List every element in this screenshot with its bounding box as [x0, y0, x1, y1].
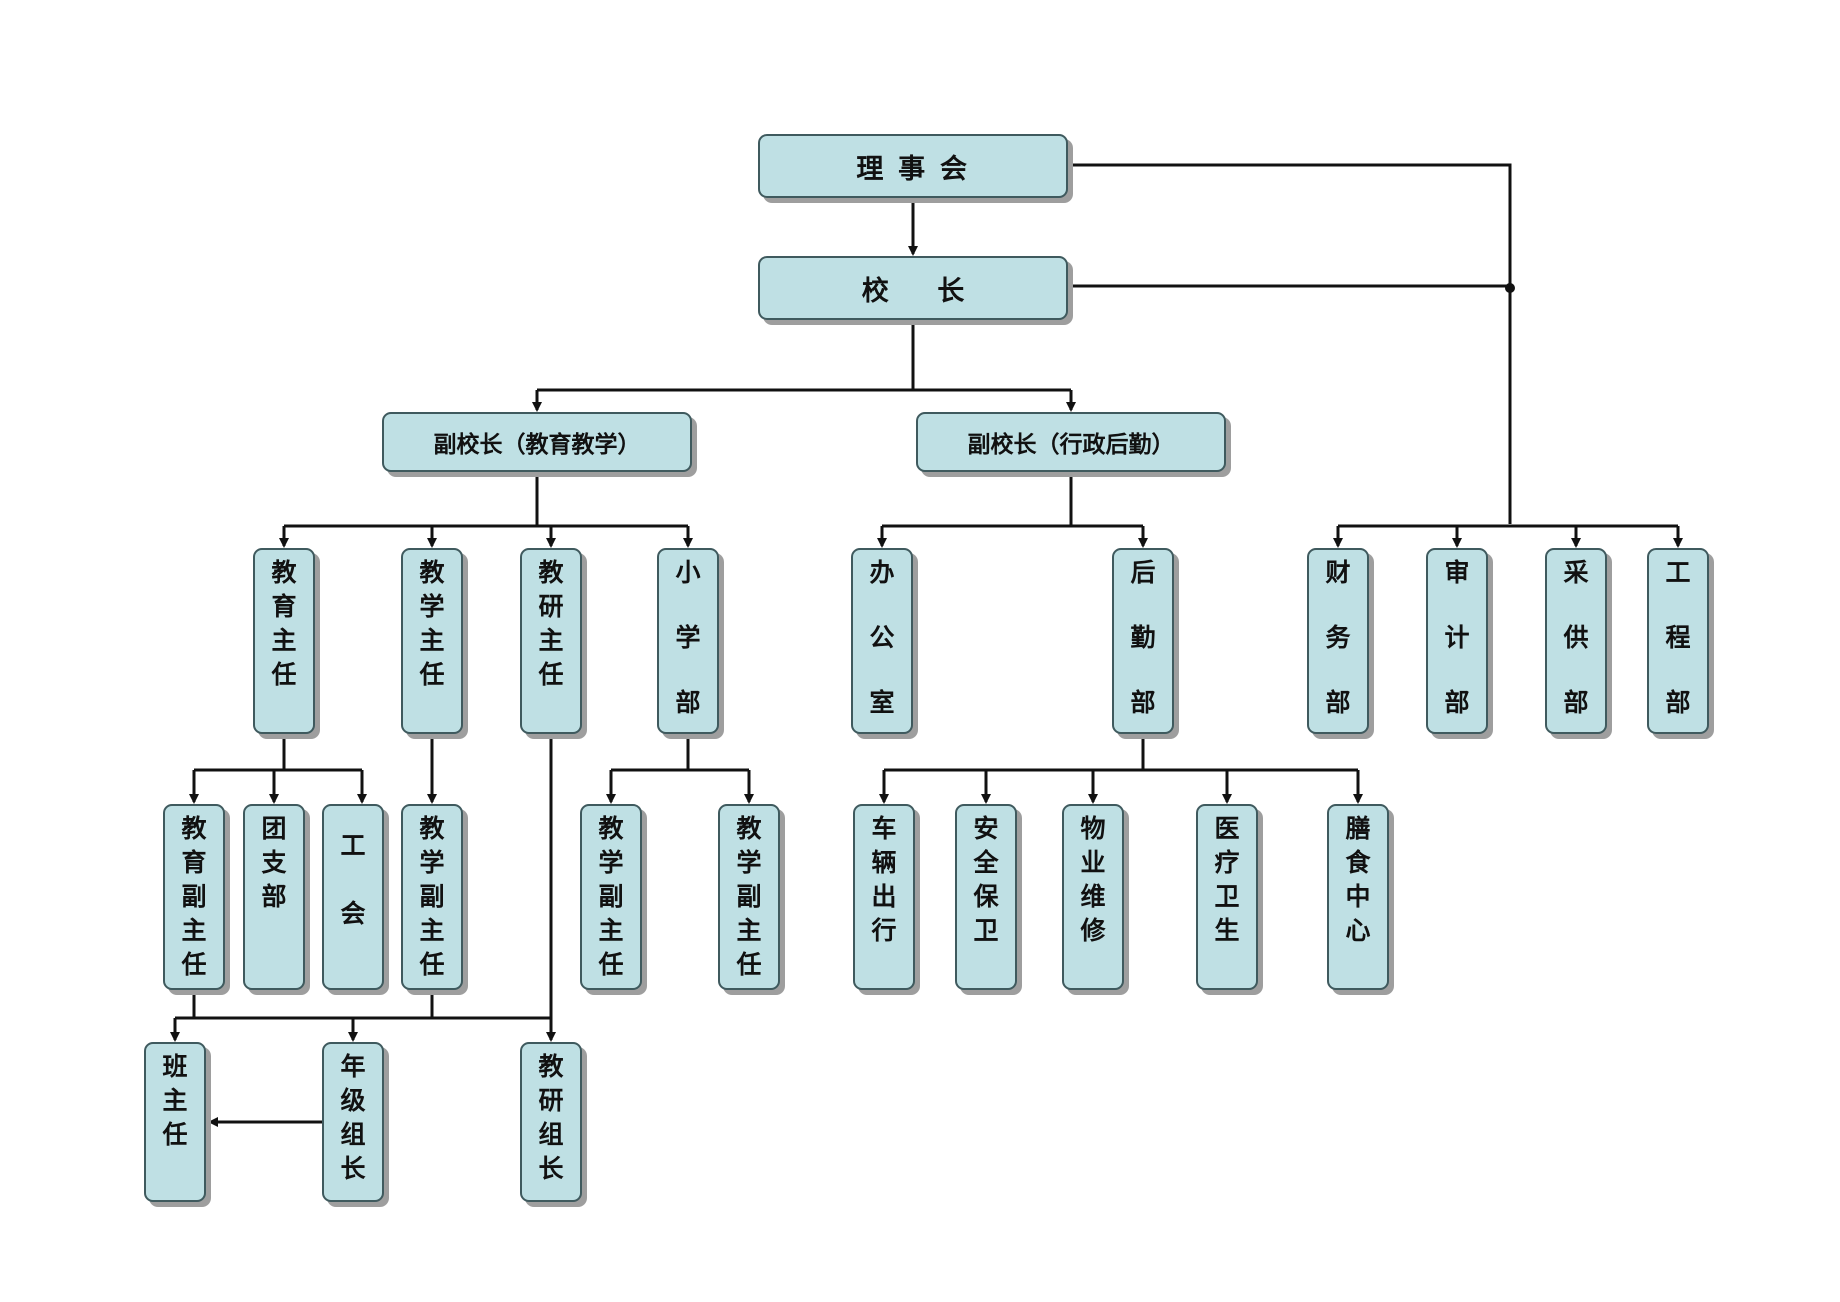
node-vp-admin: 副校长（行政后勤）: [916, 412, 1226, 472]
node-research-director: 教研主任: [520, 548, 582, 734]
node-catering: 膳食中心: [1327, 804, 1389, 990]
node-teach-deputy: 教学副主任: [401, 804, 463, 990]
node-primary-dept: 小学部: [657, 548, 719, 734]
node-finance-dept: 财务部: [1307, 548, 1369, 734]
node-research-leader: 教研组长: [520, 1042, 582, 1202]
node-vehicles: 车辆出行: [853, 804, 915, 990]
node-grade-leader: 年级组长: [322, 1042, 384, 1202]
node-union: 工会: [322, 804, 384, 990]
node-edu-director: 教育主任: [253, 548, 315, 734]
node-edu-deputy: 教育副主任: [163, 804, 225, 990]
node-audit-dept: 审计部: [1426, 548, 1488, 734]
node-security: 安全保卫: [955, 804, 1017, 990]
node-youth-league: 团支部: [243, 804, 305, 990]
node-property: 物业维修: [1062, 804, 1124, 990]
node-procurement-dept: 采供部: [1545, 548, 1607, 734]
node-board: 理 事 会: [758, 134, 1068, 198]
node-logistics-dept: 后勤部: [1112, 548, 1174, 734]
node-office: 办公室: [851, 548, 913, 734]
node-engineering-dept: 工程部: [1647, 548, 1709, 734]
node-class-teacher: 班主任: [144, 1042, 206, 1202]
node-principal: 校长: [758, 256, 1068, 320]
node-primary-teach-deputy-2: 教学副主任: [718, 804, 780, 990]
node-teach-director: 教学主任: [401, 548, 463, 734]
node-primary-teach-deputy-1: 教学副主任: [580, 804, 642, 990]
node-vp-education: 副校长（教育教学）: [382, 412, 692, 472]
node-medical: 医疗卫生: [1196, 804, 1258, 990]
